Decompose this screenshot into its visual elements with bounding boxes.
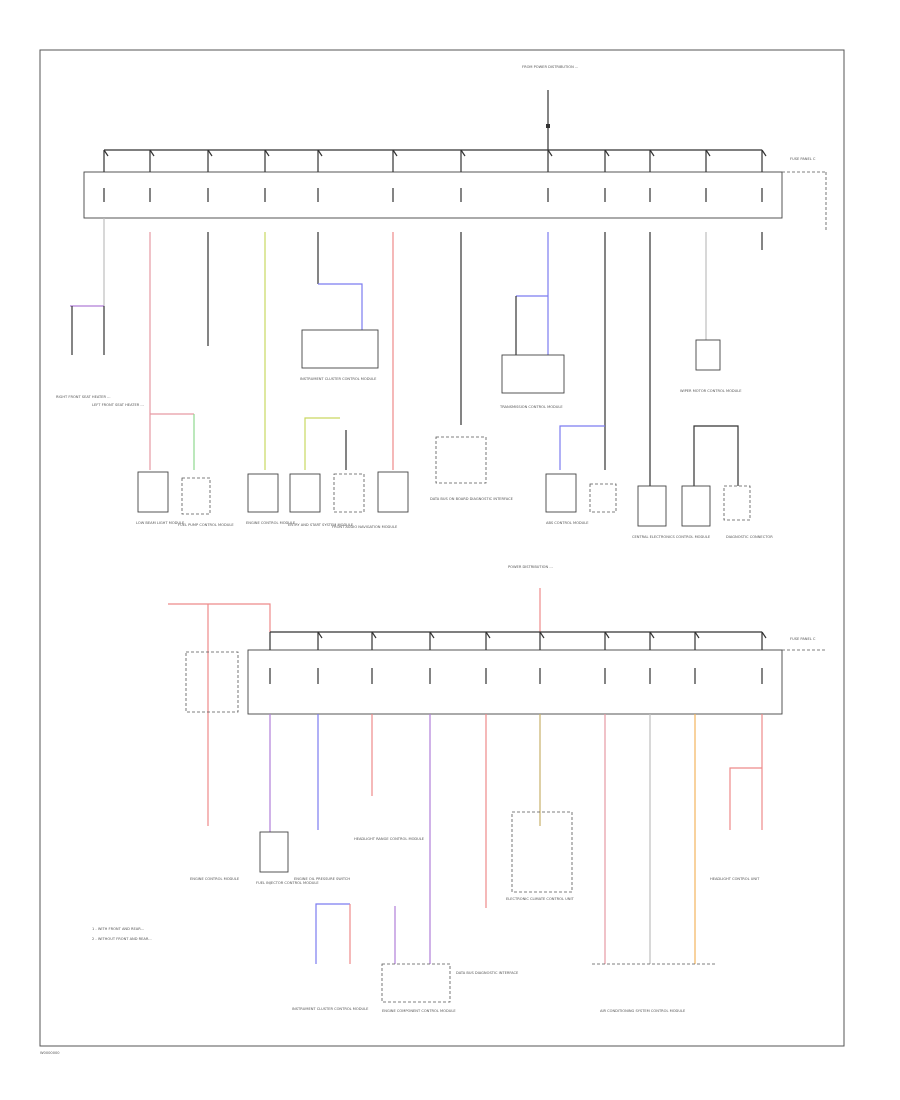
- mid-power-feed: POWER DISTRIBUTION ...: [508, 565, 553, 632]
- component-label: ENGINE COMPONENT CONTROL MODULE: [382, 1009, 456, 1013]
- component-label: ENGINE CONTROL MODULE: [190, 877, 240, 881]
- top-bus-bar: [103, 149, 767, 157]
- component-label: ENGINE OIL PRESSURE SWITCH: [294, 877, 350, 881]
- component-label: WIPER MOTOR CONTROL MODULE: [680, 389, 742, 393]
- mid-source-label: POWER DISTRIBUTION ...: [508, 565, 553, 569]
- top-source-label: FROM POWER DISTRIBUTION ...: [522, 65, 578, 69]
- top-wires: [70, 218, 763, 486]
- component-label: FUEL PUMP CONTROL MODULE: [178, 523, 234, 527]
- component-label: LOW BEAM LIGHT MODULE: [136, 521, 185, 525]
- component-label: ENTRY AND START SYSTEM MODULE: [288, 523, 354, 527]
- bottom-wires: [259, 714, 763, 1003]
- fuse-panel-top: FUSE PANEL C: [83, 150, 827, 232]
- component-label: ELECTRONIC CLIMATE CONTROL UNIT: [506, 897, 575, 901]
- component-label: DATA BUS DIAGNOSTIC INTERFACE: [456, 971, 519, 975]
- component-label: INSTRUMENT CLUSTER CONTROL MODULE: [292, 1007, 369, 1011]
- legend: 1 - WITH FRONT AND REAR... 2 - WITHOUT F…: [92, 927, 152, 941]
- component-label: FUEL INJECTOR CONTROL MODULE: [256, 881, 319, 885]
- left-red-feed: [168, 603, 271, 826]
- component-label: AIR CONDITIONING SYSTEM CONTROL MODULE: [600, 1009, 686, 1013]
- component-label: ENGINE CONTROL MODULE: [246, 521, 296, 525]
- component-label: CENTRAL ELECTRONICS CONTROL MODULE: [632, 535, 711, 539]
- component-label: FRONT AUDIO NAVIGATION MODULE: [332, 525, 398, 529]
- top-component-boxes: [137, 471, 751, 527]
- bottom-bus-bar: [270, 631, 767, 639]
- component-label: HEADLIGHT RANGE CONTROL MODULE: [354, 837, 425, 841]
- component-label: LEFT FRONT SEAT HEATER ...: [92, 403, 144, 407]
- legend-item: 1 - WITH FRONT AND REAR...: [92, 927, 144, 931]
- fuse-panel-bottom-label: FUSE PANEL C: [790, 637, 816, 641]
- bottom-component-labels: ENGINE CONTROL MODULE FUEL INJECTOR CONT…: [190, 837, 760, 1013]
- top-power-feed: FROM POWER DISTRIBUTION ...: [522, 65, 578, 150]
- component-label: INSTRUMENT CLUSTER CONTROL MODULE: [300, 377, 377, 381]
- fuse-panel-top-label: FUSE PANEL C: [790, 157, 816, 161]
- component-label: DATA BUS ON BOARD DIAGNOSTIC INTERFACE: [430, 497, 514, 501]
- component-label: ABS CONTROL MODULE: [546, 521, 589, 525]
- component-label: RIGHT FRONT SEAT HEATER ...: [56, 395, 111, 399]
- diagram-frame: [39, 49, 845, 1047]
- legend-item: 2 - WITHOUT FRONT AND REAR...: [92, 937, 152, 941]
- component-label: DIAGNOSTIC CONNECTOR: [726, 535, 773, 539]
- fuse-panel-bottom: FUSE PANEL C: [247, 632, 826, 715]
- component-label: TRANSMISSION CONTROL MODULE: [499, 405, 563, 409]
- top-component-labels: RIGHT FRONT SEAT HEATER ... LEFT FRONT S…: [56, 377, 773, 539]
- footer-code: W0000000: [40, 1051, 60, 1055]
- top-fuses: [103, 150, 763, 202]
- component-label: HEADLIGHT CONTROL UNIT: [710, 877, 760, 881]
